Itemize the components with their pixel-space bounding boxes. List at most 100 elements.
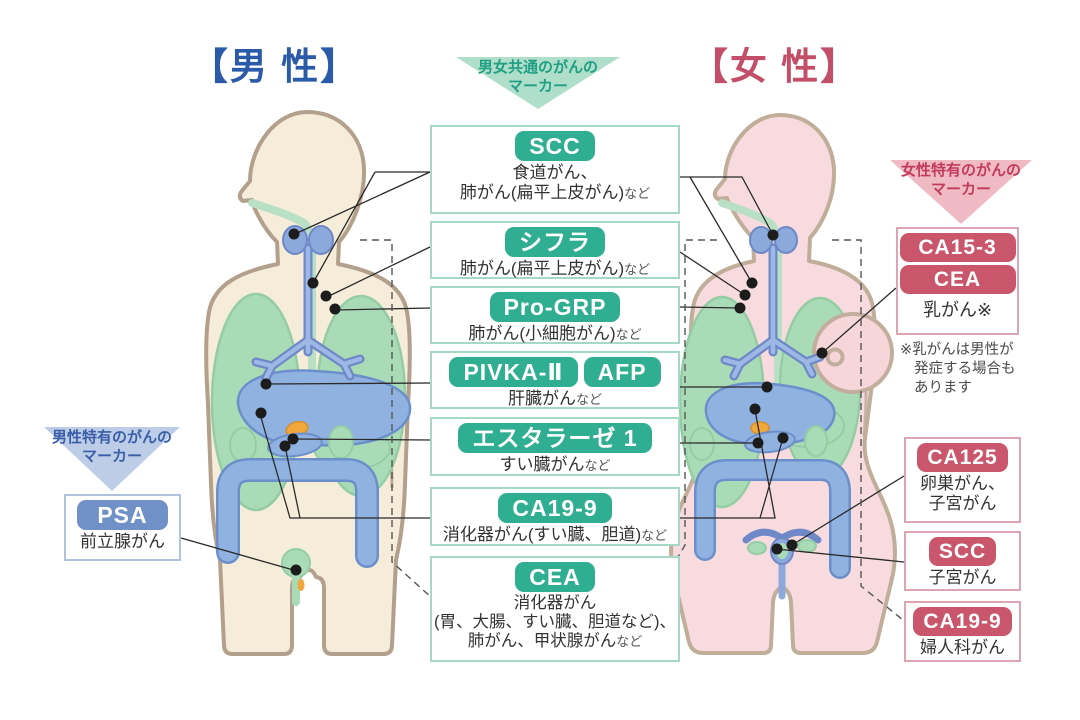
marker-box-ca19-9-common: CA19-9 消化器がん(すい臓、胆道)など	[430, 487, 680, 546]
female-kidney-right	[804, 425, 828, 457]
male-dot-pancreas-1	[287, 433, 299, 445]
female-breast	[812, 312, 894, 394]
desc-line: (胃、大腸、すい臓、胆道など)、	[434, 613, 676, 632]
desc-line: 肺がん(扁平上皮がん)	[459, 182, 625, 202]
female-dot-bileduct	[749, 403, 761, 415]
desc-ca19-9-female: 婦人科がん	[906, 638, 1019, 658]
male-title: 【男 性】	[190, 46, 360, 87]
desc-suffix: など	[641, 528, 668, 543]
pill-scc-female: SCC	[928, 537, 997, 566]
desc-psa: 前立腺がん	[66, 532, 179, 552]
marker-box-cea-common: CEA 消化器がん (胃、大腸、すい臓、胆道など)、 肺がん、甲状腺がんなど	[430, 556, 680, 662]
female-dot-lung-3	[734, 302, 746, 314]
male-dot-esophagus	[288, 228, 300, 240]
common-banner-line-1: 男女共通のがんの	[477, 59, 598, 76]
desc-line: 肺がん(扁平上皮がん)	[459, 259, 625, 278]
male-prostate	[297, 579, 305, 591]
desc-line: 婦人科がん	[920, 638, 1005, 657]
female-banner-line-1: 女性特有のがんの	[900, 162, 1021, 179]
pill-psa: PSA	[77, 500, 168, 530]
male-dashed-region	[360, 239, 433, 599]
pill-pivka: PIVKA-Ⅱ	[449, 357, 578, 387]
desc-scc-female: 子宮がん	[906, 568, 1019, 588]
desc-line: 前立腺がん	[80, 532, 165, 551]
female-title: 【女 性】	[690, 46, 860, 87]
female-thyroid-left	[749, 226, 773, 254]
breast-note: ※乳がんは男性が 発症する場合も あります	[900, 341, 1050, 398]
desc-suffix: など	[616, 634, 643, 650]
desc-suffix: など	[624, 262, 651, 277]
desc-line: 食道がん、	[512, 163, 598, 182]
female-dot-lung-2	[739, 289, 751, 301]
male-organs	[210, 199, 412, 606]
desc-ca125: 卵巣がん、 子宮がん	[906, 474, 1019, 513]
pill-progrp: Pro-GRP	[489, 292, 621, 322]
male-dot-lung-1	[307, 277, 319, 289]
female-dot-liver	[761, 381, 773, 393]
marker-box-breast: CA15-3 CEA 乳がん※	[896, 227, 1019, 335]
desc-line: 乳がん※	[922, 300, 993, 320]
pill-afp: AFP	[583, 357, 661, 387]
female-thyroid-right	[774, 226, 798, 254]
pill-esterase: エスタラーゼ 1	[458, 423, 652, 453]
desc-progrp: 肺がん(小細胞がん)など	[432, 324, 678, 344]
note-line-3: あります	[914, 379, 972, 396]
female-dot-lung-1	[746, 277, 758, 289]
pill-ca19-9-female: CA19-9	[913, 607, 1012, 636]
female-dot-uterus	[771, 543, 783, 555]
pill-cea-breast: CEA	[899, 265, 1016, 294]
female-ovary-left	[747, 541, 767, 555]
marker-box-cyfra: シフラ 肺がん(扁平上皮がん)など	[430, 221, 680, 279]
female-nipple-ring	[825, 347, 845, 367]
marker-box-ca125: CA125 卵巣がん、 子宮がん	[904, 437, 1021, 523]
marker-box-psa: PSA 前立腺がん	[64, 494, 181, 561]
female-dashed-region-left	[677, 239, 717, 558]
female-trachea	[722, 245, 823, 379]
marker-box-progrp: Pro-GRP 肺がん(小細胞がん)など	[430, 286, 680, 344]
female-banner-label: 女性特有のがんの マーカー	[880, 162, 1042, 200]
female-dot-pancreas-2	[777, 432, 789, 444]
pill-ca15-3: CA15-3	[899, 233, 1016, 262]
marker-box-esterase: エスタラーゼ 1 すい臓がんなど	[430, 417, 680, 476]
marker-box-scc-female: SCC 子宮がん	[904, 531, 1021, 591]
pill-scc: SCC	[515, 131, 595, 161]
desc-line: 肺がん、甲状腺がん	[467, 632, 617, 651]
male-connectors	[180, 171, 431, 572]
female-liver	[704, 381, 836, 445]
region-dashed-lines	[360, 239, 904, 621]
desc-line: 卵巣がん、	[920, 474, 1005, 493]
female-dot-ovary	[786, 539, 798, 551]
male-banner-line-1: 男性特有のがんの	[51, 429, 172, 446]
female-dot-pancreas-1	[752, 437, 764, 449]
female-fallopian-tubes	[742, 528, 822, 544]
desc-line: すい臓がん	[499, 455, 585, 474]
desc-suffix: など	[584, 458, 611, 473]
desc-line: 消化器がん(すい臓、胆道)	[442, 525, 642, 544]
male-banner-label: 男性特有のがんの マーカー	[34, 429, 190, 467]
female-banner-line-2: マーカー	[930, 180, 991, 198]
desc-cyfra: 肺がん(扁平上皮がん)など	[432, 259, 678, 279]
male-thyroid-right	[308, 225, 334, 255]
desc-breast: 乳がん※	[898, 300, 1017, 321]
female-organs	[678, 199, 894, 600]
female-dot-breast	[816, 347, 828, 359]
female-dashed-region-right	[832, 239, 904, 621]
pill-cyfra: シフラ	[505, 227, 605, 257]
desc-scc: 食道がん、 肺がん(扁平上皮がん)など	[432, 163, 678, 202]
marker-dots	[255, 228, 828, 576]
desc-line: 子宮がん	[928, 568, 997, 587]
desc-line: 肺がん(小細胞がん)	[468, 324, 616, 343]
male-trachea	[253, 245, 363, 381]
male-dot-lung-3	[329, 303, 341, 315]
desc-esterase: すい臓がんなど	[432, 455, 678, 475]
male-dot-bileduct	[255, 407, 267, 419]
desc-line: 肝臓がん	[507, 389, 576, 408]
female-ovary-right	[797, 539, 817, 553]
female-connectors	[679, 176, 905, 563]
female-kidney-left	[689, 427, 715, 461]
male-dot-lung-2	[320, 290, 332, 302]
desc-suffix: など	[575, 392, 602, 407]
note-line-1: ※乳がんは男性が	[900, 342, 1014, 358]
marker-box-ca19-9-female: CA19-9 婦人科がん	[904, 601, 1021, 662]
